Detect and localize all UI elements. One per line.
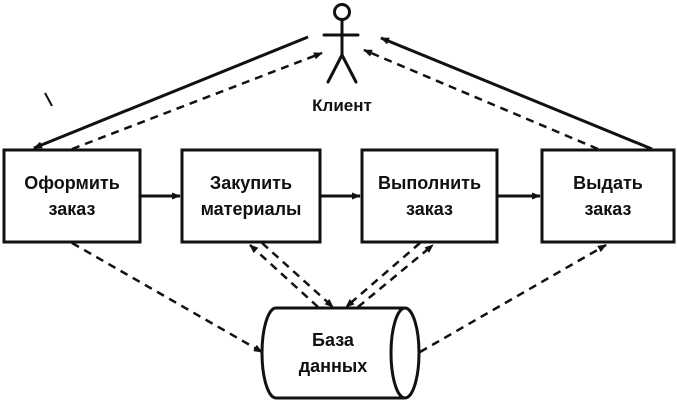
- actor-head: [333, 3, 351, 21]
- process-box-p3: [360, 148, 499, 244]
- stick-figure-icon: [322, 3, 360, 84]
- process-box-p2: [180, 148, 322, 244]
- process-box-p1: [2, 148, 142, 244]
- database-end-face: [389, 306, 406, 400]
- stray-mark: [44, 92, 53, 107]
- flow-db-to-p2: [249, 244, 319, 308]
- process-label-p3: Выполнить заказ: [377, 173, 482, 219]
- flow-p4-to-actor-dashed: [363, 48, 599, 151]
- flow-p4-to-actor: [380, 36, 653, 151]
- process-label-p2: Закупить материалы: [200, 173, 302, 219]
- flow-db-to-p3: [357, 244, 434, 308]
- flow-actor-to-p1: [33, 35, 309, 150]
- process-box-p4: [540, 148, 676, 244]
- process-label-p4: Выдать заказ: [573, 173, 643, 219]
- flow-p1-to-db: [71, 241, 263, 354]
- actor-label: Клиент: [312, 96, 372, 115]
- flow-p2-to-db: [261, 242, 334, 308]
- actor-leg-right: [340, 53, 358, 84]
- database-label: База данных: [298, 330, 368, 376]
- database-cylinder-icon: [260, 306, 421, 400]
- flow-db-to-p4: [419, 243, 607, 354]
- flow-arrows-dashed: [71, 48, 607, 354]
- flow-arrows-solid: [33, 35, 653, 200]
- process-label-p1: Оформить заказ: [24, 173, 120, 219]
- actor-leg-left: [326, 53, 344, 84]
- flow-p3-to-db: [345, 242, 421, 308]
- flow-p1-to-actor: [71, 51, 323, 151]
